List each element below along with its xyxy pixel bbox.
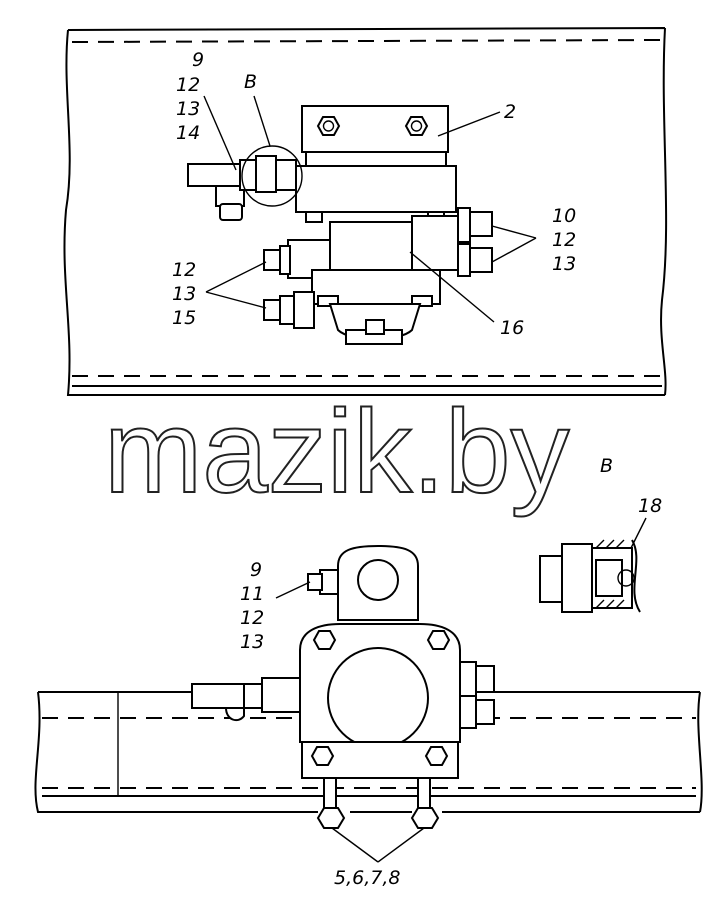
leader-10-a bbox=[491, 225, 537, 239]
label-9: 9 bbox=[192, 49, 204, 71]
coupling-end bbox=[275, 159, 297, 191]
fitting-top-left-cap bbox=[307, 573, 323, 591]
lower-elbow-tube bbox=[191, 683, 245, 709]
right-fitting-upper bbox=[475, 665, 495, 693]
label-11: 11 bbox=[240, 583, 264, 605]
label-14: 14 bbox=[176, 122, 200, 144]
frame-rail-lower bbox=[34, 691, 703, 813]
body-bolt-tr bbox=[426, 630, 451, 650]
leader-2 bbox=[437, 111, 501, 137]
elbow-tube bbox=[187, 163, 241, 187]
detail-insert bbox=[595, 559, 623, 597]
label-13-bottom: 13 bbox=[240, 631, 264, 653]
stud-bolt-right bbox=[417, 777, 431, 813]
fitting-right-lower-nut bbox=[457, 243, 471, 277]
label-12-bottom: 12 bbox=[240, 607, 264, 629]
body-bolt-tl bbox=[312, 630, 337, 650]
flange-nut-right bbox=[411, 295, 433, 307]
detail-B-title: В bbox=[600, 455, 613, 477]
elbow-down bbox=[215, 185, 245, 207]
fitting-left-upper-nut bbox=[279, 245, 291, 275]
base-bolt-left bbox=[310, 746, 335, 766]
left-lower-boss bbox=[293, 291, 315, 329]
lower-elbow-bend bbox=[224, 707, 245, 722]
nut-right bbox=[410, 807, 440, 829]
leader-9-11 bbox=[275, 581, 311, 599]
valve-diaphragm bbox=[327, 647, 429, 749]
bolt-head-left bbox=[316, 116, 341, 136]
leader-12-b bbox=[205, 291, 267, 309]
detail-ball bbox=[617, 569, 635, 587]
right-fitting-lower bbox=[475, 699, 495, 725]
valve-upper-body bbox=[295, 165, 457, 213]
leader-9-14 bbox=[203, 95, 237, 171]
label-10: 10 bbox=[552, 205, 576, 227]
leader-16 bbox=[409, 251, 495, 323]
watermark: mazik.by bbox=[104, 386, 570, 518]
bottom-view: 9 11 12 13 5,6,7,8 bbox=[34, 544, 703, 889]
fitting-left-lower-nut bbox=[279, 295, 295, 325]
label-12-left: 12 bbox=[172, 259, 196, 281]
label-9-bottom: 9 bbox=[250, 559, 262, 581]
right-fitting-lower-nut bbox=[459, 695, 477, 729]
detail-nut bbox=[561, 543, 593, 613]
leader-12-a bbox=[205, 261, 267, 293]
coupling-body bbox=[255, 155, 277, 193]
frame-rail-top bbox=[63, 27, 668, 396]
label-15: 15 bbox=[172, 307, 196, 329]
elbow-cap bbox=[219, 203, 243, 221]
base-bolt-right bbox=[424, 746, 449, 766]
bolt-head-right bbox=[404, 116, 429, 136]
fitting-right-upper-nut bbox=[457, 207, 471, 243]
detail-B-view: В 18 bbox=[539, 455, 662, 613]
leader-10-b bbox=[491, 237, 537, 263]
drain-plug bbox=[365, 319, 385, 335]
label-2: 2 bbox=[504, 101, 516, 123]
bracket-lower-flange bbox=[305, 151, 447, 167]
leader-5-8-a bbox=[331, 827, 379, 863]
label-12: 12 bbox=[176, 74, 200, 96]
label-B: В bbox=[244, 71, 257, 93]
label-18: 18 bbox=[638, 495, 662, 517]
fitting-right-lower bbox=[469, 247, 493, 273]
lower-coupling-body bbox=[261, 677, 301, 713]
valve-right-boss bbox=[411, 215, 461, 271]
leader-5-8-b bbox=[377, 827, 425, 863]
fitting-right-upper bbox=[469, 211, 493, 237]
valve-top-port-bore bbox=[357, 559, 399, 601]
label-13-left: 13 bbox=[172, 283, 196, 305]
label-5-8: 5,6,7,8 bbox=[334, 867, 400, 889]
detail-break-line bbox=[631, 539, 641, 613]
right-fitting-upper-nut bbox=[459, 661, 477, 697]
label-12-right: 12 bbox=[552, 229, 576, 251]
flange-nut-left bbox=[317, 295, 339, 307]
label-13: 13 bbox=[176, 98, 200, 120]
top-view: 9 12 13 14 В 2 10 12 13 12 13 15 16 bbox=[63, 27, 668, 396]
stud-left bbox=[305, 211, 323, 223]
valve-middle-body bbox=[329, 221, 421, 271]
detail-B-circle bbox=[241, 145, 303, 207]
leader-B bbox=[253, 95, 271, 147]
nut-left bbox=[316, 807, 346, 829]
detail-hatch bbox=[595, 539, 625, 609]
stud-bolt-left bbox=[323, 777, 337, 813]
label-16: 16 bbox=[500, 317, 524, 339]
label-13-right: 13 bbox=[552, 253, 576, 275]
frame-rail-top-dash bbox=[71, 39, 663, 43]
